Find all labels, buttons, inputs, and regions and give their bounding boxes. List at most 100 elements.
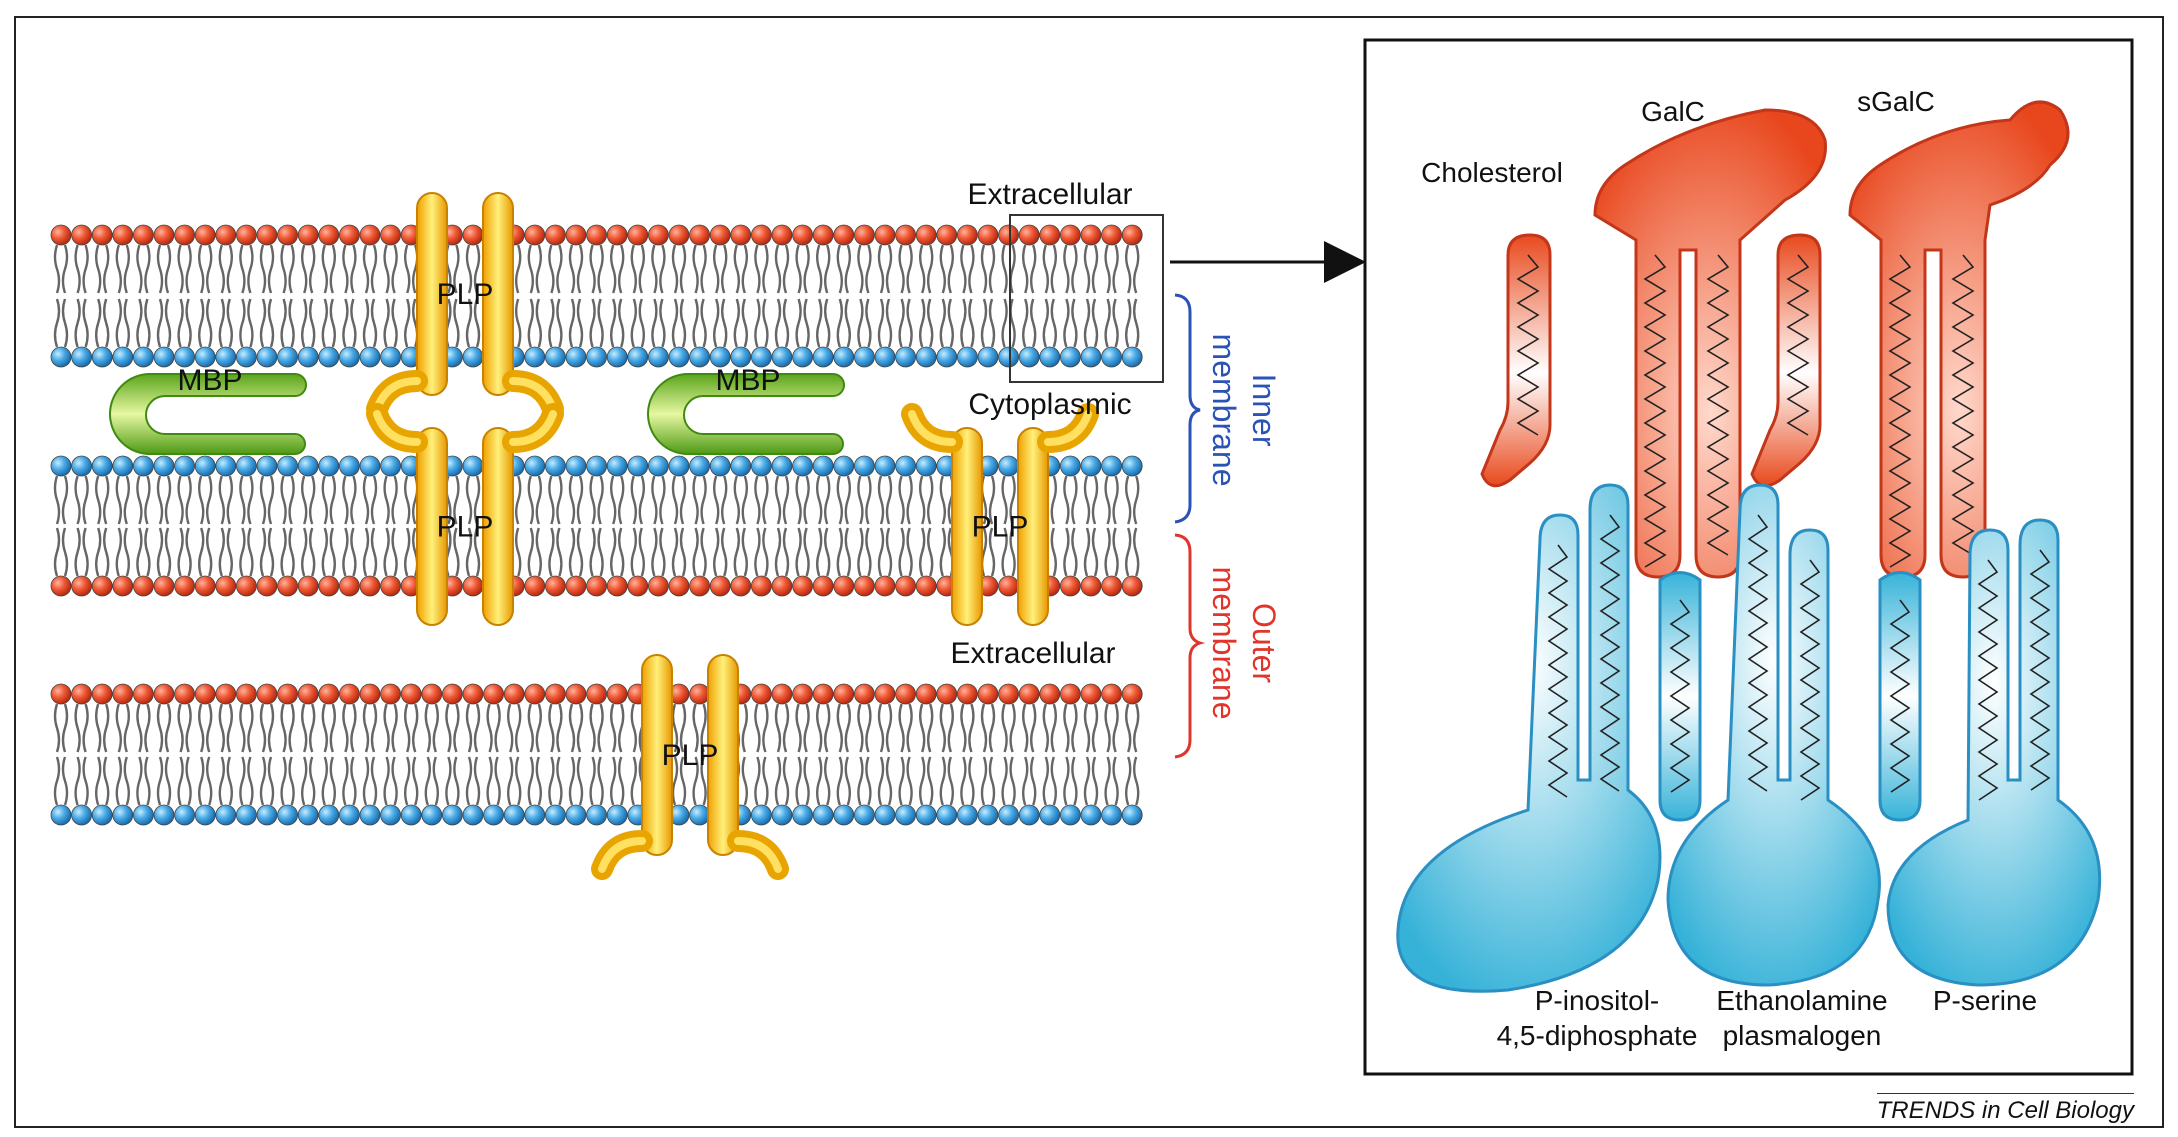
lipid-head	[689, 683, 710, 705]
lipid-head	[812, 804, 834, 826]
lipid-head	[668, 455, 690, 477]
lipid-head	[318, 224, 340, 246]
lipid-head	[833, 683, 855, 705]
lipid-head	[895, 455, 916, 477]
lipid-tail	[1083, 475, 1099, 525]
cholesterol-molecule-3-shape	[1658, 571, 1702, 822]
lipid-tail	[548, 244, 563, 294]
lipid-head	[400, 804, 422, 826]
lipid-tail	[280, 527, 295, 577]
lipid-head	[915, 683, 937, 705]
lipid-head	[256, 804, 278, 826]
lipid-head	[50, 683, 72, 705]
cholesterol-molecule-4	[1878, 571, 1922, 822]
lipid-head	[895, 804, 916, 826]
plp-protein: PLP	[366, 192, 564, 420]
lipid-tail	[754, 298, 769, 348]
lipid-tail	[568, 298, 584, 348]
lipid-tail	[836, 527, 851, 577]
hydrocarbon-chain	[1889, 599, 1911, 793]
lipid-tail	[465, 475, 481, 525]
lipid-tail	[919, 527, 934, 577]
lipid-tail	[259, 703, 275, 753]
lipid-tail	[115, 703, 130, 753]
lipid-head	[1121, 455, 1143, 477]
lipid-tail	[754, 527, 769, 577]
lipid-head	[709, 575, 731, 597]
lipid-head	[812, 224, 834, 246]
ethanolamine-plasmalogen-molecule	[1666, 483, 1881, 987]
outer-membrane-bracket	[1174, 533, 1206, 759]
lipid-tail	[651, 527, 666, 577]
mbp-label: MBP	[715, 364, 780, 397]
lipid-tail	[589, 703, 604, 753]
lipid-tail	[95, 475, 110, 525]
lipid-tail	[713, 298, 728, 348]
lipid-tail	[774, 298, 790, 348]
lipid-head	[174, 683, 196, 705]
lipid-head	[1060, 575, 1081, 597]
lipid-tail	[1083, 244, 1099, 294]
lipid-head	[1121, 804, 1143, 826]
lipid-tail	[733, 244, 748, 294]
lipid-tail	[1125, 244, 1140, 294]
lipid-head	[1060, 683, 1081, 705]
lipid-head	[833, 224, 855, 246]
lipid-head	[915, 455, 937, 477]
lipid-head	[441, 804, 463, 826]
lipid-head	[524, 575, 546, 597]
lipid-tail	[95, 244, 110, 294]
lipid-tail	[651, 475, 666, 525]
lipid-tail	[1022, 244, 1037, 294]
lipid-tail	[877, 756, 893, 806]
lipid-tail	[342, 298, 357, 348]
outer-membrane-label-line1: Outer	[1246, 603, 1282, 683]
lipid-head	[256, 455, 278, 477]
plp-tail-highlight	[373, 410, 421, 446]
lipid-head	[194, 804, 216, 826]
lipid-head	[874, 455, 896, 477]
plp-tail-highlight	[509, 410, 557, 446]
plp-helix	[416, 427, 448, 626]
lipid-head	[174, 804, 196, 826]
lipid-tail	[671, 298, 687, 348]
lipid-head	[132, 575, 154, 597]
lipid-head	[771, 455, 793, 477]
lipid-tail	[671, 756, 687, 806]
lipid-tail	[280, 756, 295, 806]
lipid-head	[503, 804, 525, 826]
lipid-head	[874, 575, 896, 597]
lipid-head	[545, 683, 566, 705]
lipid-head	[1080, 804, 1102, 826]
lipid-tail	[198, 756, 213, 806]
plp-helix	[416, 192, 448, 396]
lipid-head	[915, 804, 937, 826]
lipid-head	[318, 683, 340, 705]
lipid-tail	[177, 475, 192, 525]
cholesterol-molecule-4-shape	[1878, 571, 1922, 822]
lipid-tail	[136, 244, 151, 294]
plp-tail-highlight	[1044, 410, 1092, 446]
lipid-head	[895, 346, 916, 368]
lipid-tail	[362, 527, 378, 577]
lipid-tail	[177, 527, 192, 577]
lipid-tail	[816, 475, 831, 525]
lipid-head	[50, 224, 72, 246]
lipid-tail	[774, 244, 790, 294]
lipid-tail	[74, 244, 89, 294]
plp-helix	[951, 427, 983, 626]
lipid-head	[524, 224, 546, 246]
lipid-head	[524, 455, 546, 477]
lipid-tail	[898, 475, 913, 525]
lipid-head	[256, 224, 278, 246]
figure-frame	[14, 16, 2164, 1128]
lipid-tail	[198, 244, 213, 294]
mbp-shape	[109, 373, 307, 455]
lipid-tail	[198, 298, 213, 348]
lipid-head	[709, 455, 731, 477]
lipid-tail	[1001, 703, 1016, 753]
lipid-tail	[610, 244, 625, 294]
lipid-head	[132, 683, 154, 705]
lipid-head	[545, 804, 566, 826]
lipid-head	[297, 683, 319, 705]
